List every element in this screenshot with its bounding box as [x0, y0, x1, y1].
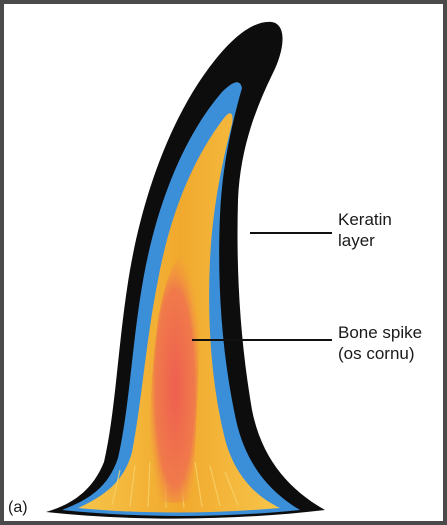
keratin-label-line1: Keratin: [338, 209, 392, 230]
bone-label-line1: Bone spike: [338, 322, 422, 343]
bone-spike-label: Bone spike (os cornu): [338, 322, 422, 364]
keratin-layer-label: Keratin layer: [338, 209, 392, 251]
panel-label: (a): [8, 499, 28, 517]
keratin-label-line2: layer: [338, 230, 392, 251]
bone-label-line2: (os cornu): [338, 343, 422, 364]
